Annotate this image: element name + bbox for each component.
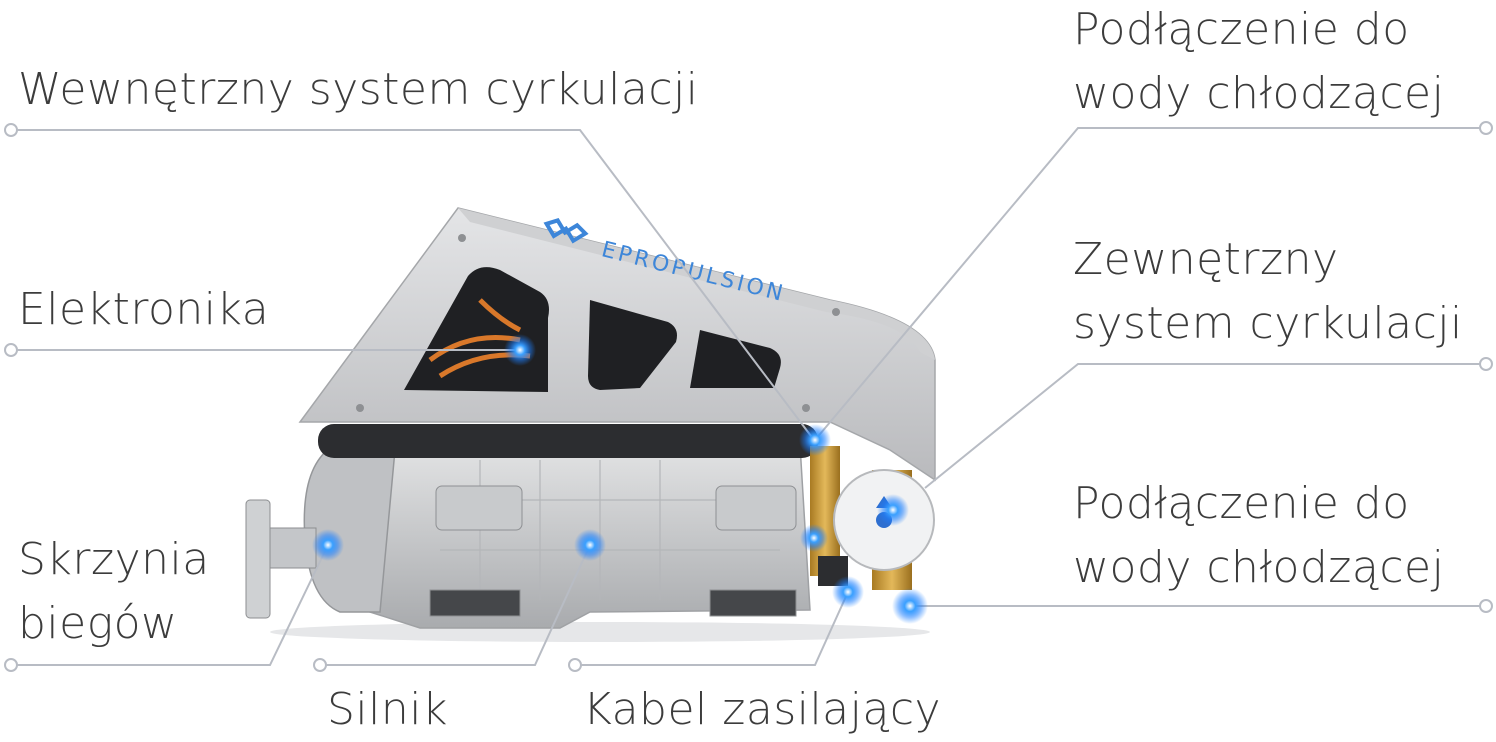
leader-cooling-top: [814, 127, 1486, 441]
label-external-circulation: Zewnętrzny system cyrkulacji: [1073, 228, 1463, 356]
hotspot-motor: [574, 529, 606, 561]
housing-screws: [356, 234, 840, 412]
label-text: Elektronika: [18, 284, 270, 335]
label-text: Podłączenie do: [1073, 478, 1410, 529]
label-power-cable: Kabel zasilający: [583, 678, 941, 742]
hotspot-power-cable: [832, 576, 864, 608]
label-text: system cyrkulacji: [1073, 298, 1463, 349]
cutout-middle: [588, 300, 677, 390]
leader-end-dot: [313, 658, 327, 672]
label-text: wody chłodzącej: [1073, 68, 1445, 119]
shaft-flange: [245, 499, 271, 619]
hotspot-external-circulation: [877, 494, 909, 526]
leader-end-dot: [4, 343, 18, 357]
leader-end-dot: [1479, 357, 1493, 371]
hotspot-gearbox: [312, 529, 344, 561]
hotspot-internal-circulation: [800, 524, 828, 552]
label-motor: Silnik: [327, 678, 448, 742]
label-cooling-connection-top: Podłączenie do wody chłodzącej: [1073, 0, 1444, 126]
label-text: Zewnętrzny: [1073, 234, 1339, 285]
hotspot-cooling-top: [799, 424, 831, 456]
label-text: Skrzynia: [18, 534, 210, 585]
leader-end-dot: [568, 658, 582, 672]
cutout-right: [690, 330, 781, 388]
label-text: biegów: [18, 598, 178, 649]
leader-external-circulation: [924, 363, 1486, 489]
circulation-hose: [318, 424, 818, 458]
label-text: Podłączenie do: [1073, 4, 1410, 55]
label-text: wody chłodzącej: [1073, 542, 1445, 593]
label-text: Wewnętrzny system cyrkulacji: [18, 64, 699, 115]
hotspot-cooling-bottom: [892, 588, 928, 624]
housing-top-edge: [458, 208, 935, 360]
leader-power-cable: [575, 591, 849, 666]
leader-end-dot: [4, 123, 18, 137]
leader-end-dot: [1479, 599, 1493, 613]
leader-internal-circulation: [13, 129, 815, 441]
label-internal-circulation: Wewnętrzny system cyrkulacji: [18, 58, 699, 122]
label-electronics: Elektronika: [18, 278, 269, 342]
leader-gearbox: [13, 544, 329, 666]
hotspot-electronics: [504, 334, 536, 366]
leader-end-dot: [4, 658, 18, 672]
label-text: Silnik: [327, 684, 448, 735]
engine-mounts: [429, 485, 797, 617]
label-text: Kabel zasilający: [583, 684, 942, 735]
leader-end-dot: [1479, 121, 1493, 135]
leader-motor: [320, 544, 591, 666]
label-gearbox: Skrzynia biegów: [18, 528, 210, 656]
label-cooling-connection-bottom: Podłączenie do wody chłodzącej: [1073, 472, 1444, 600]
